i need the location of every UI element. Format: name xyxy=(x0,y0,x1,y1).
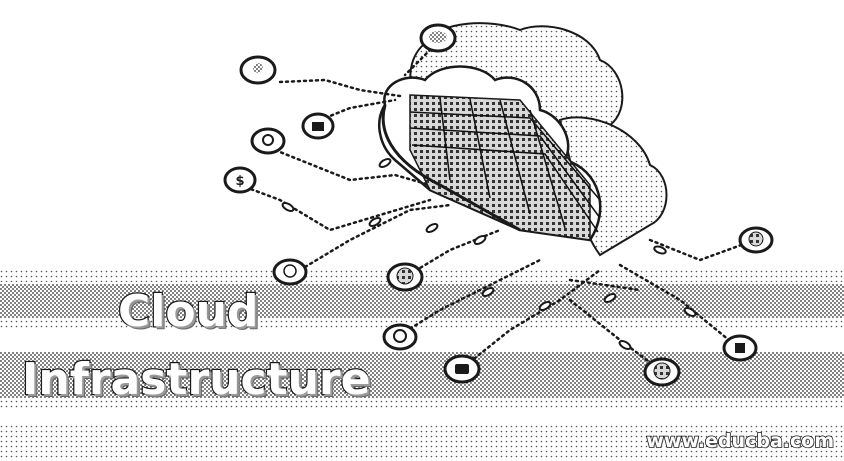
title-line-cloud: Cloud xyxy=(117,286,260,337)
cloud-front xyxy=(378,65,602,242)
watermark: www.educba.com xyxy=(645,430,834,452)
network-links xyxy=(238,43,757,372)
chart-icon xyxy=(738,226,774,254)
halftone-bands xyxy=(0,268,844,461)
shield-icon xyxy=(722,334,758,362)
svg-text:$: $ xyxy=(235,174,244,189)
user-icon xyxy=(239,55,277,85)
lock-icon xyxy=(301,112,335,140)
chat-icon xyxy=(419,23,457,53)
settings-icon xyxy=(250,127,286,155)
dollar-icon: $ xyxy=(223,166,257,194)
mail-icon xyxy=(643,357,681,387)
chain-links xyxy=(281,158,697,350)
database-icon xyxy=(386,262,424,292)
phone-icon xyxy=(443,354,481,384)
wifi-icon xyxy=(382,323,418,351)
globe-icon xyxy=(272,258,308,286)
title-line-infrastructure: Infrastructure xyxy=(21,354,372,405)
icon-nodes: $ xyxy=(223,23,774,387)
